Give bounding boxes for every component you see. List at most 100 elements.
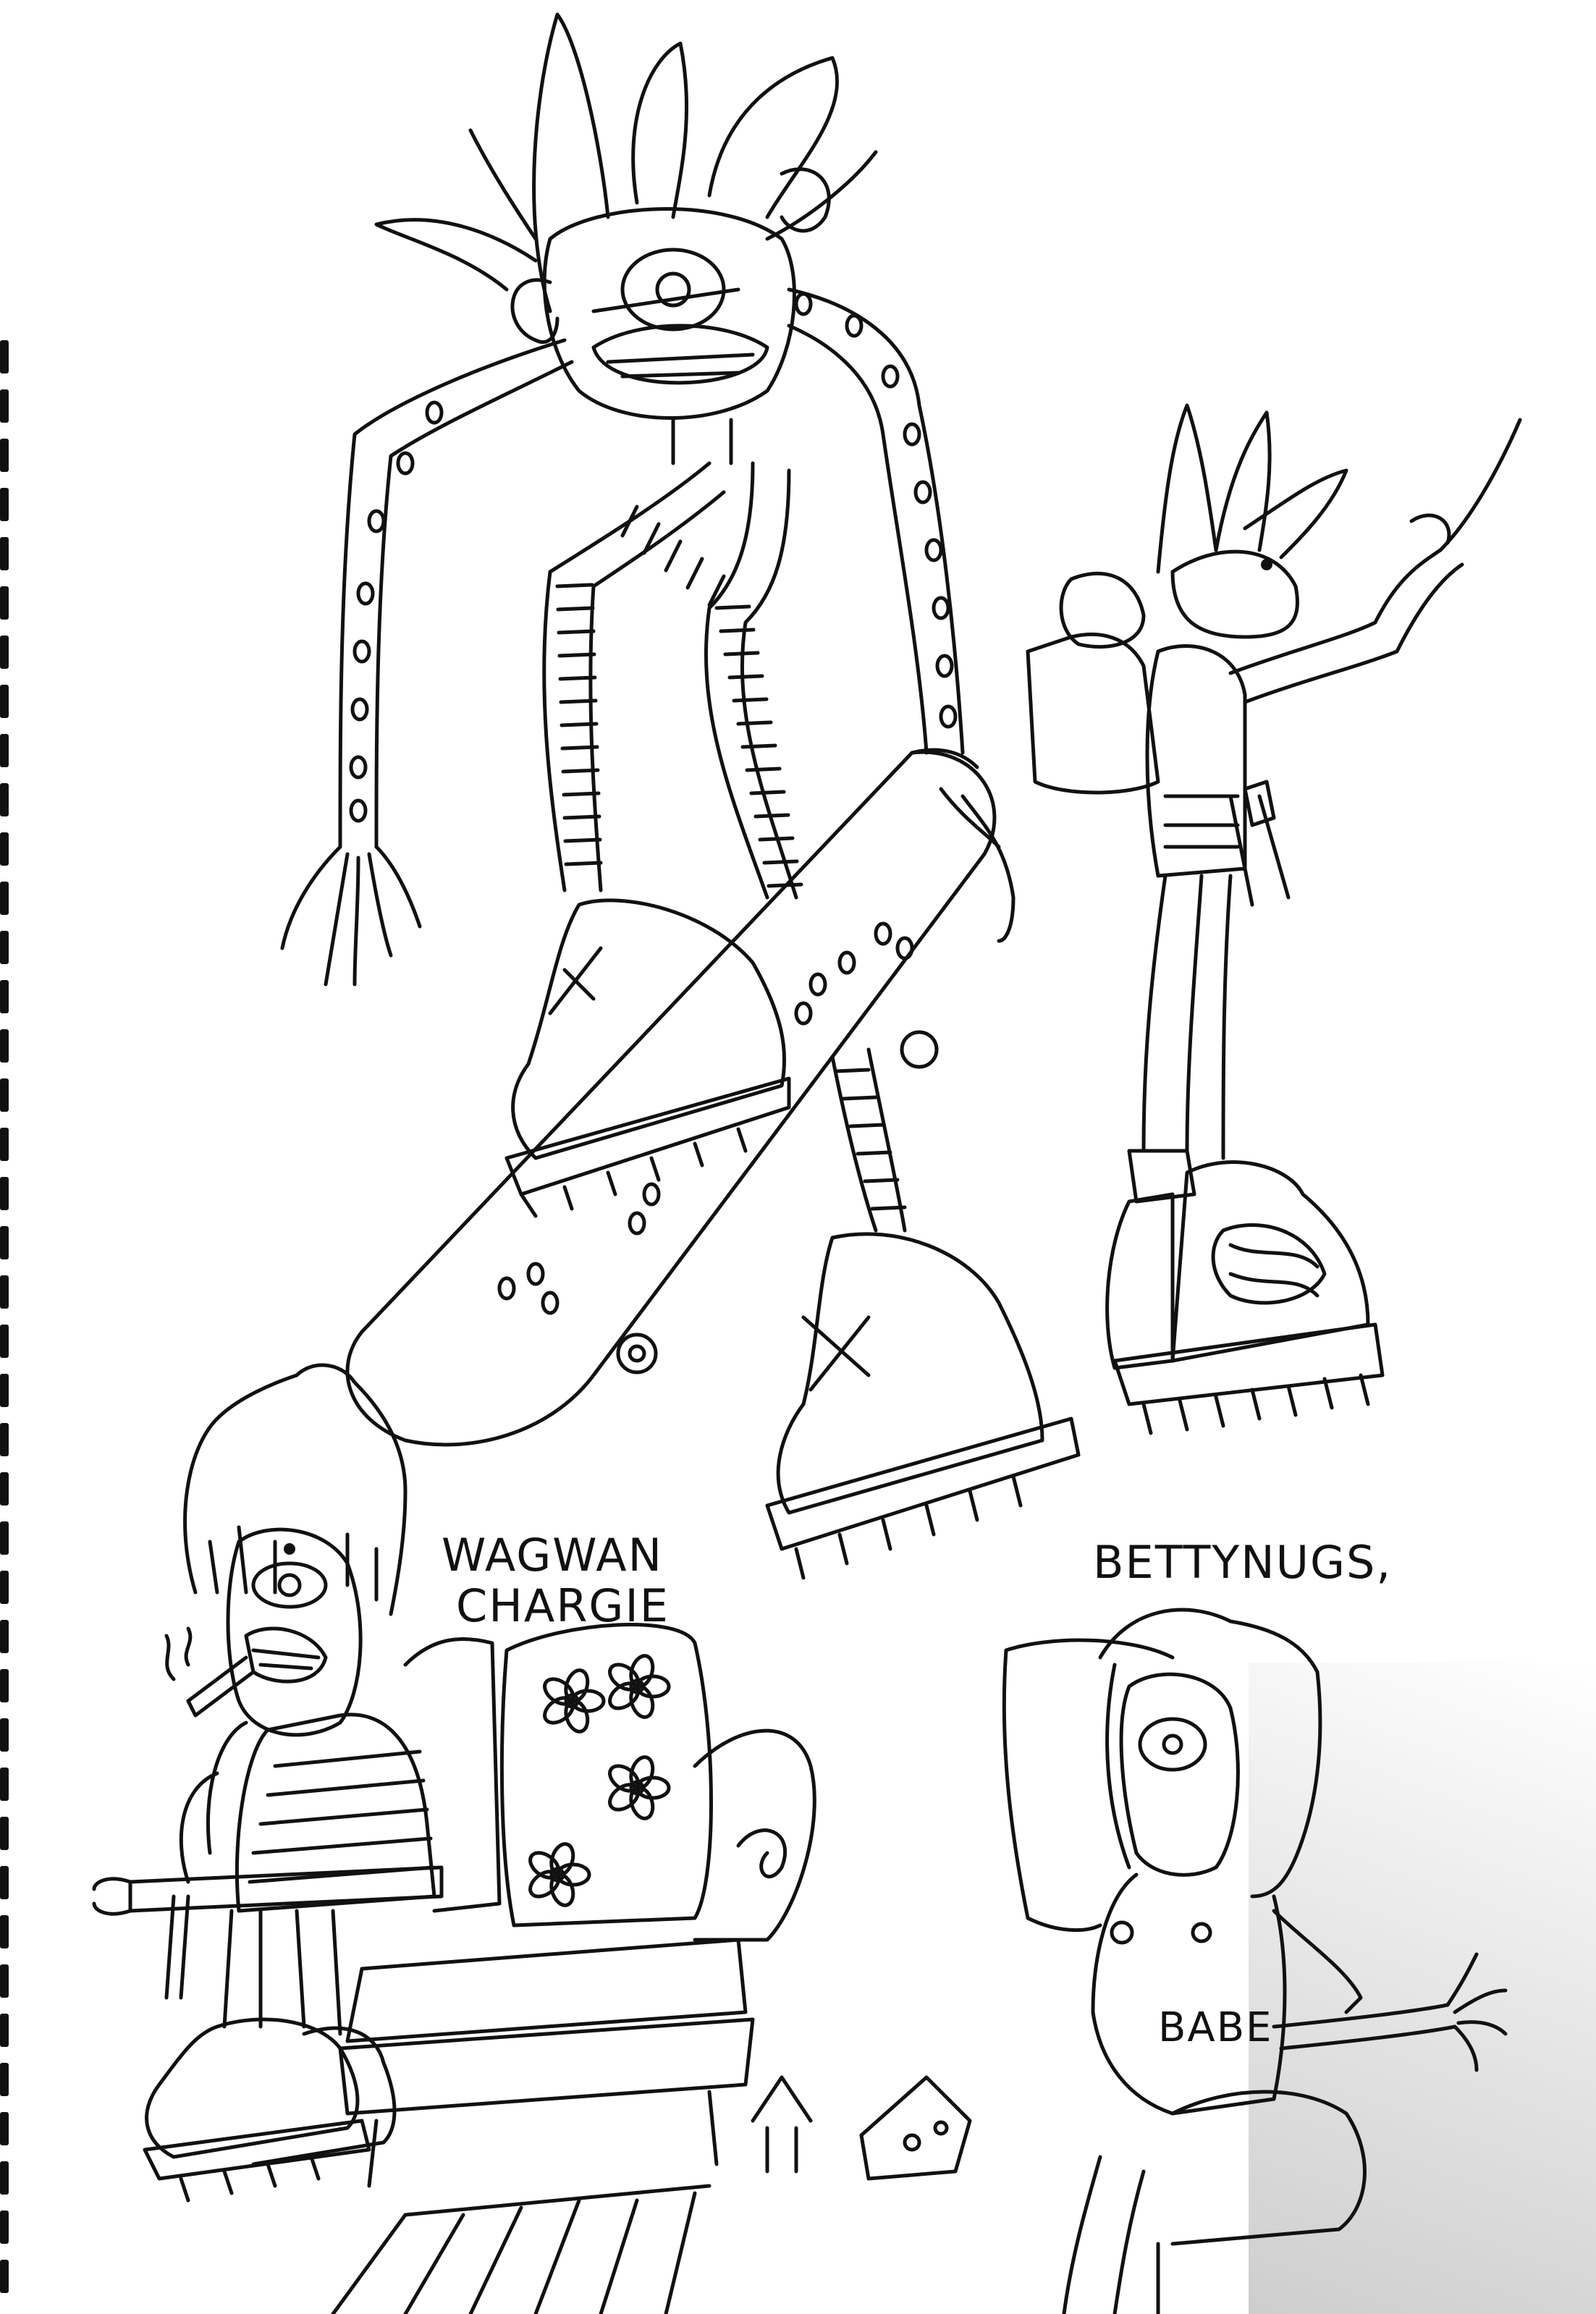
stripe bbox=[762, 859, 799, 865]
binding-ring bbox=[0, 1226, 9, 1259]
stripe bbox=[642, 522, 661, 555]
binding-ring bbox=[0, 931, 9, 964]
binding-ring bbox=[0, 1768, 9, 1801]
stripe bbox=[834, 1068, 871, 1073]
polka-dot bbox=[932, 596, 950, 620]
polka-dot bbox=[352, 639, 371, 664]
binding-ring bbox=[0, 1078, 9, 1112]
flower-petal bbox=[549, 1842, 575, 1877]
binding-ring bbox=[0, 340, 9, 373]
polka-dot bbox=[497, 1276, 516, 1301]
stripe bbox=[870, 1205, 907, 1211]
binding-ring bbox=[0, 1325, 9, 1358]
stripe bbox=[562, 791, 601, 797]
stripe bbox=[753, 813, 790, 819]
flower-center bbox=[549, 1867, 565, 1883]
binding-ring bbox=[0, 488, 9, 521]
binding-ring bbox=[0, 832, 9, 866]
stripe bbox=[714, 604, 751, 610]
polka-dot bbox=[356, 581, 375, 606]
binding-ring bbox=[0, 635, 9, 669]
binding-ring bbox=[0, 1866, 9, 1899]
flower-petal bbox=[629, 1755, 655, 1790]
binding-ring bbox=[0, 1964, 9, 1998]
polka-dot bbox=[924, 538, 943, 562]
skater-back-shoe bbox=[765, 1232, 1081, 1580]
stripe bbox=[863, 1178, 900, 1183]
polka-dot bbox=[845, 313, 864, 338]
polka-dot bbox=[628, 1211, 646, 1236]
polka-dot bbox=[642, 1182, 661, 1207]
polka-dot bbox=[794, 1001, 813, 1026]
binding-ring bbox=[0, 1374, 9, 1407]
stripe bbox=[719, 628, 756, 633]
binding-ring bbox=[0, 734, 9, 767]
binding-ring bbox=[0, 586, 9, 620]
polka-dot bbox=[808, 972, 827, 997]
stripe bbox=[856, 1150, 892, 1156]
stripe bbox=[556, 606, 595, 612]
polka-dot bbox=[837, 950, 856, 975]
page-shadow bbox=[1249, 1663, 1596, 2314]
flower-center bbox=[564, 1693, 580, 1709]
stripe bbox=[558, 675, 597, 681]
stripe bbox=[723, 651, 760, 656]
caption-bettynugs: BETTYNUGS, bbox=[1093, 1536, 1392, 1589]
binding-ring bbox=[0, 1817, 9, 1850]
stripe bbox=[557, 652, 596, 658]
stripe bbox=[563, 837, 602, 843]
binding-ring bbox=[0, 980, 9, 1013]
binding-ring bbox=[0, 1472, 9, 1506]
punk-figure bbox=[1026, 403, 1522, 1435]
binding-ring bbox=[0, 1029, 9, 1063]
skateboard bbox=[345, 748, 1016, 1447]
polka-dot bbox=[349, 798, 368, 823]
stripe bbox=[707, 574, 726, 607]
stripe bbox=[562, 814, 601, 820]
polka-dot bbox=[794, 292, 813, 316]
polka-dot bbox=[935, 654, 954, 678]
skater-front-shoe bbox=[504, 898, 791, 1218]
binding-ring bbox=[0, 2210, 9, 2244]
stripe bbox=[749, 790, 786, 795]
binding-ring bbox=[0, 2063, 9, 2096]
polka-dot bbox=[881, 364, 900, 389]
stripe bbox=[745, 767, 782, 772]
binding-ring bbox=[0, 1718, 9, 1752]
binding-ring bbox=[0, 1128, 9, 1161]
binding-ring bbox=[0, 439, 9, 472]
spiral-binding bbox=[0, 340, 10, 2314]
stripe bbox=[559, 698, 598, 704]
flower-petal bbox=[629, 1654, 655, 1689]
polka-dot bbox=[526, 1262, 545, 1286]
binding-ring bbox=[0, 2014, 9, 2047]
flower-center bbox=[629, 1679, 645, 1694]
caption-wagwan: WAGWAN bbox=[442, 1529, 663, 1582]
stripe bbox=[736, 720, 773, 726]
floral-couch bbox=[331, 1623, 816, 2314]
polka-dot bbox=[939, 704, 958, 729]
binding-ring bbox=[0, 882, 9, 915]
binding-ring bbox=[0, 1571, 9, 1604]
binding-ring bbox=[0, 1669, 9, 1702]
stripe bbox=[564, 861, 603, 866]
caption-chargie: CHARGIE bbox=[456, 1579, 670, 1632]
stripe bbox=[685, 557, 704, 590]
binding-ring bbox=[0, 389, 9, 423]
binding-ring bbox=[0, 783, 9, 816]
stripe bbox=[557, 629, 596, 635]
polka-dot bbox=[396, 451, 415, 476]
polka-dots bbox=[349, 292, 958, 1315]
polka-dot bbox=[874, 921, 892, 946]
binding-ring bbox=[0, 2260, 9, 2293]
binding-ring bbox=[0, 2112, 9, 2145]
stripe bbox=[620, 504, 639, 538]
leg-stripes bbox=[555, 504, 907, 1211]
polka-dot bbox=[349, 755, 368, 780]
binding-ring bbox=[0, 537, 9, 570]
binding-ring bbox=[0, 685, 9, 718]
stripe bbox=[555, 583, 594, 588]
stripe bbox=[727, 674, 764, 680]
binding-ring bbox=[0, 1275, 9, 1309]
